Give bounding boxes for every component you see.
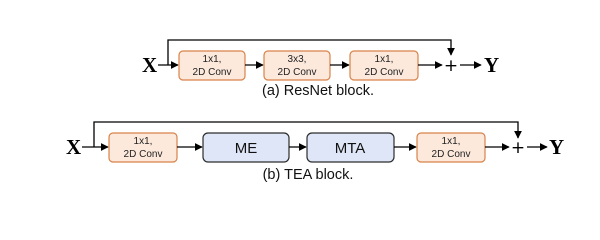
tea-conv-in-box: 1x1, 2D Conv [108,132,178,163]
resnet-conv2-line2: 2D Conv [278,67,317,78]
tea-me-label: ME [235,140,258,157]
tea-conv-in-line1: 1x1, [134,136,153,147]
tea-mta-label: MTA [335,140,366,157]
resnet-skip-connection [167,39,455,65]
resnet-block: X 1x1, 2D Conv 3x3, 2D Conv 1x1, 2D Conv… [142,39,499,99]
resnet-conv1-box: 1x1, 2D Conv [178,50,246,81]
resnet-caption: (a) ResNet block. [262,83,374,99]
tea-block: X 1x1, 2D Conv ME MTA 1x1, 2D Conv + Y [66,121,564,183]
tea-mta-module: MTA [306,132,395,163]
tea-conv-out-box: 1x1, 2D Conv [416,132,486,163]
tea-conv-out-line2: 2D Conv [432,149,471,160]
resnet-conv3-line2: 2D Conv [365,67,404,78]
tea-input-label: X [66,135,81,159]
resnet-conv3-line1: 1x1, [375,54,394,65]
tea-output-label: Y [549,135,564,159]
resnet-conv2-box: 3x3, 2D Conv [263,50,331,81]
diagram-canvas: X 1x1, 2D Conv 3x3, 2D Conv 1x1, 2D Conv… [66,39,564,183]
resnet-input-label: X [142,53,157,77]
tea-sum-symbol: + [511,138,525,158]
tea-me-module: ME [202,132,290,163]
tea-caption: (b) TEA block. [263,167,354,183]
resnet-conv1-line1: 1x1, [203,54,222,65]
resnet-output-label: Y [484,53,499,77]
tea-skip-connection [93,121,522,147]
tea-conv-in-line2: 2D Conv [124,149,163,160]
resnet-sum-symbol: + [444,56,458,76]
resnet-conv3-box: 1x1, 2D Conv [349,50,419,81]
tea-diagram-figure: X 1x1, 2D Conv 3x3, 2D Conv 1x1, 2D Conv… [66,39,564,183]
resnet-conv2-line1: 3x3, [288,54,307,65]
resnet-conv1-line2: 2D Conv [193,67,232,78]
tea-conv-out-line1: 1x1, [442,136,461,147]
